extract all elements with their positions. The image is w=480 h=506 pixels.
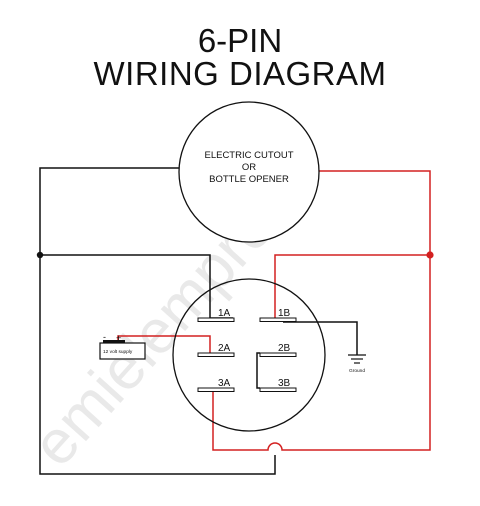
red-wires <box>117 170 431 451</box>
diagram-title-line2: WIRING DIAGRAM <box>93 55 387 92</box>
wire-device-to-bottom <box>39 167 276 475</box>
device-circle <box>178 101 320 243</box>
wire-device-to-junction <box>318 170 431 255</box>
battery-plus: + <box>116 333 121 343</box>
pin-1b-label: 1B <box>278 308 291 319</box>
device-label-line2: OR <box>242 162 256 173</box>
ground-icon <box>348 354 366 364</box>
pin-bars <box>197 317 297 392</box>
wire-junction-to-1b <box>274 254 430 318</box>
device-label-line1: ELECTRIC CUTOUT <box>204 150 293 161</box>
wire-1b-to-ground <box>283 321 358 355</box>
battery-minus: - <box>103 332 106 342</box>
battery-label: 12 volt supply <box>103 349 133 355</box>
connector-circle <box>172 278 326 432</box>
wire-junction-to-3a <box>212 255 431 451</box>
pin-2b-bar <box>259 352 297 357</box>
pin-3b-label: 3B <box>278 378 291 389</box>
pin-1a-label: 1A <box>218 308 231 319</box>
pin-2a-bar <box>197 352 235 357</box>
pin-3a-label: 3A <box>218 378 231 389</box>
wire-2b-to-3b <box>256 352 260 389</box>
ground-label: Ground <box>349 368 365 374</box>
pin-1b-bar <box>259 317 297 322</box>
black-junction-node <box>36 251 44 259</box>
diagram-title-line1: 6-PIN <box>197 22 283 59</box>
pin-3a-bar <box>197 387 235 392</box>
device-label-line3: BOTTLE OPENER <box>209 174 289 185</box>
pin-2a-label: 2A <box>218 343 231 354</box>
red-junction-node <box>426 251 434 259</box>
pin-1a-bar <box>197 317 235 322</box>
pin-3b-bar <box>259 387 297 392</box>
battery-icon: - + 12 volt supply <box>99 332 146 360</box>
pin-2b-label: 2B <box>278 343 291 354</box>
